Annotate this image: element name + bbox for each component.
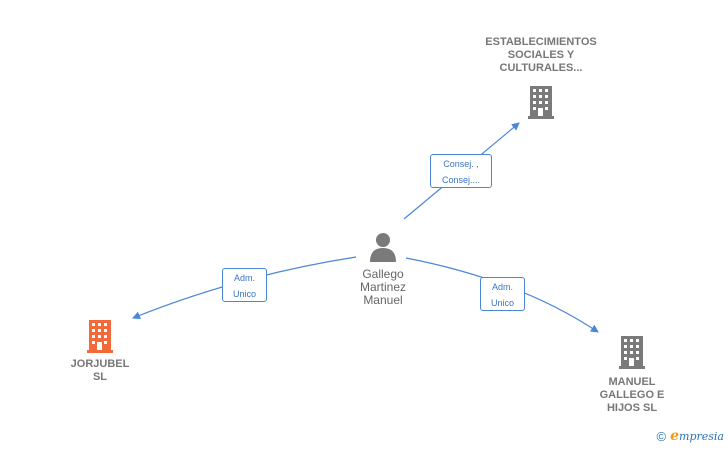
company-node-label-establecimientos[interactable]: ESTABLECIMIENTOS SOCIALES Y CULTURALES..…: [485, 36, 597, 74]
brand-footer: © empresia: [657, 428, 724, 444]
person-node-label[interactable]: Gallego Martinez Manuel: [359, 267, 406, 307]
company-node-label-jorjubel[interactable]: JORJUBEL SL: [70, 358, 130, 383]
building-icon[interactable]: [87, 320, 113, 353]
empresia-logo: empresia: [670, 428, 724, 444]
copyright-icon: ©: [656, 428, 667, 444]
company-node-label-manuel-gallego[interactable]: MANUEL GALLEGO E HIJOS SL: [599, 376, 665, 414]
edge-label-role-manuel-gallego: Adm. Unico: [480, 277, 525, 311]
person-icon[interactable]: [370, 233, 396, 262]
building-icon[interactable]: [528, 86, 554, 119]
edge-label-role-establecimientos: Consej. , Consej....: [430, 154, 492, 188]
edge-label-role-jorjubel: Adm. Unico: [222, 268, 267, 302]
building-icon[interactable]: [619, 336, 645, 369]
